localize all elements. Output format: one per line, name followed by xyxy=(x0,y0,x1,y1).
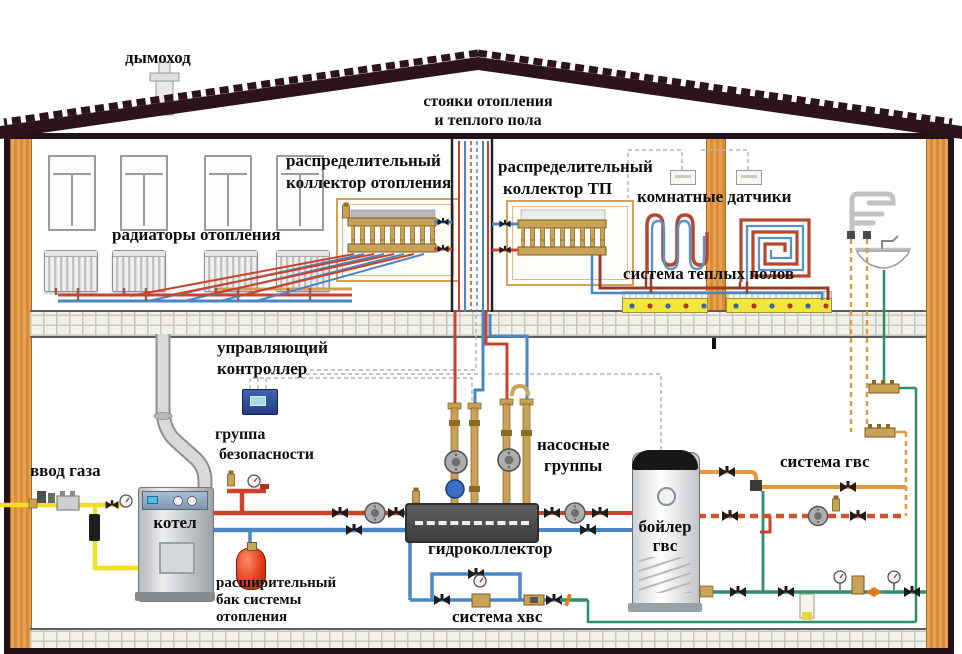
underfloor-manifold-label: распределительный коллектор ТП xyxy=(498,157,653,198)
cold-water-main xyxy=(698,570,926,620)
dhw-lines xyxy=(698,466,906,592)
dhw-primary xyxy=(539,502,632,535)
bathroom xyxy=(586,191,918,624)
cws-system-label: система хвс xyxy=(452,607,543,626)
warm-floor-label: система теплых полов xyxy=(623,264,795,283)
right-wall xyxy=(926,133,950,650)
boiler-panel xyxy=(142,491,208,510)
window xyxy=(48,155,96,231)
window xyxy=(276,155,324,231)
ground-line xyxy=(4,648,954,654)
chimney-label: дымоход xyxy=(125,48,191,67)
heating-manifold-label: распределительный коллектор отопления xyxy=(286,151,452,192)
window xyxy=(204,155,252,231)
safety-group-label: группа безопасности xyxy=(215,426,314,463)
dhw-boiler xyxy=(628,450,702,612)
dhw-base xyxy=(628,603,702,612)
boiler-display xyxy=(147,496,158,504)
hydraulic-separator xyxy=(405,503,539,543)
heating-manifold xyxy=(129,202,452,302)
dhw-boiler-top xyxy=(632,450,698,470)
warm-floor-screed-left xyxy=(622,298,708,313)
dhw-boiler-label: бойлер гвс xyxy=(638,517,692,555)
radiators-label: радиаторы отопления xyxy=(112,225,281,244)
gas-line xyxy=(0,491,138,571)
expansion-tank-label: расширительный бак системы отопления xyxy=(216,575,337,625)
control-unit xyxy=(242,389,278,415)
flue-pipe xyxy=(153,334,213,487)
gas-inlet-label: ввод газа xyxy=(30,461,101,480)
warm-floor-coils xyxy=(644,213,811,293)
gas-filter xyxy=(89,514,100,541)
radiator xyxy=(44,250,98,292)
roof xyxy=(0,49,962,139)
mid-floor-slab xyxy=(30,310,926,338)
safety-group xyxy=(227,470,269,513)
pump-groups-label: насосные группы xyxy=(537,435,610,475)
left-wall-outline xyxy=(4,133,10,654)
radiator xyxy=(112,250,166,292)
hydraulic-separator-label: гидроколлектор xyxy=(428,539,553,558)
boiler-knob xyxy=(173,496,183,506)
strainer xyxy=(471,593,491,608)
boiler-base xyxy=(135,592,215,601)
right-wall-outline xyxy=(948,133,954,654)
warm-floor-screed-right xyxy=(726,298,832,313)
boiler-label: котел xyxy=(153,513,197,532)
riser-shaft xyxy=(450,139,494,312)
dhw-system-label: система гвс xyxy=(780,452,870,471)
room-sensor xyxy=(670,170,696,185)
risers-label: стояки отопления и теплого пола xyxy=(423,93,553,129)
pressure-reducer xyxy=(851,575,865,595)
window xyxy=(120,155,168,231)
controller-label: управляющий контроллер xyxy=(217,338,328,378)
room-sensors-label: комнатные датчики xyxy=(637,187,792,206)
boiler-knob xyxy=(187,496,197,506)
gas-meter xyxy=(56,495,80,511)
expansion-tank xyxy=(236,542,266,590)
dhw-thermometer xyxy=(657,487,676,506)
sensor-wires xyxy=(249,149,749,450)
cold-water-meter xyxy=(408,543,588,608)
partition-stub xyxy=(712,334,716,349)
controller-screen xyxy=(250,396,266,406)
towel-rail xyxy=(849,191,896,234)
gas-boiler xyxy=(135,487,215,602)
radiator-pipes xyxy=(54,287,352,303)
room-sensor xyxy=(736,170,762,185)
left-wall xyxy=(10,133,32,650)
pump-groups xyxy=(412,312,534,505)
ceiling-line xyxy=(4,133,954,139)
sink xyxy=(856,250,910,269)
underfloor-manifold xyxy=(492,209,830,300)
boiler-door xyxy=(159,542,195,574)
dhw-coil xyxy=(639,557,691,593)
